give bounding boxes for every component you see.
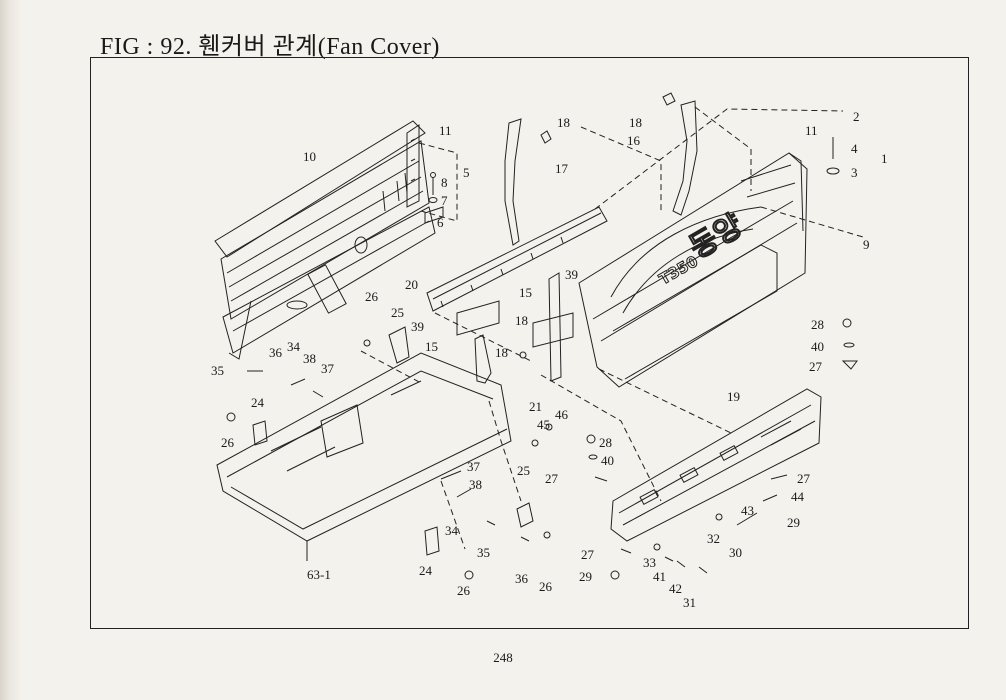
callout-46: 46 <box>555 407 569 422</box>
callout-27-low: 27 <box>581 547 595 562</box>
callout-34-upper: 34 <box>287 339 301 354</box>
callout-21: 21 <box>529 399 542 414</box>
plate-part-39-left <box>456 300 500 336</box>
clip-part-24-lower <box>424 526 440 556</box>
callout-labels: 1 2 3 4 5 6 7 8 9 10 11 11 15 15 16 17 1… <box>211 109 888 610</box>
callout-32: 32 <box>707 531 720 546</box>
seal-strip-part-17 <box>504 118 552 246</box>
exploded-parts-diagram: T350 동양 1 2 3 4 5 6 7 8 9 10 11 11 15 15… <box>211 92 888 610</box>
callout-45: 45 <box>537 417 550 432</box>
bracket-part-11-left <box>406 124 458 224</box>
callout-19: 19 <box>727 389 740 404</box>
callout-18-top: 18 <box>557 115 570 130</box>
callout-18-right: 18 <box>629 115 642 130</box>
callout-34-lower: 34 <box>445 523 459 538</box>
assembly-leader-lines <box>360 108 864 550</box>
strut-part-15-right <box>548 272 562 382</box>
fan-cover-left-part-10 <box>214 120 436 360</box>
callout-37-upper: 37 <box>321 361 335 376</box>
callout-25-lower: 25 <box>517 463 530 478</box>
callout-29-low: 29 <box>579 569 592 584</box>
figure-title: FIG : 92. 휀커버 관계(Fan Cover) <box>100 34 440 60</box>
callout-41: 41 <box>653 569 666 584</box>
callout-38-upper: 38 <box>303 351 316 366</box>
callout-15-left: 15 <box>425 339 438 354</box>
callout-28-mid: 28 <box>599 435 612 450</box>
callout-11-left: 11 <box>439 123 452 138</box>
callout-43: 43 <box>741 503 754 518</box>
callout-11-right: 11 <box>805 123 818 138</box>
brand-model-text: T350 <box>656 252 701 288</box>
callout-40-mid: 40 <box>601 453 614 468</box>
lower-panel-part-19 <box>610 388 822 542</box>
callout-36-upper: 36 <box>269 345 283 360</box>
plate-part-39-right <box>532 312 574 348</box>
strut-part-15-left <box>474 334 492 384</box>
bracket-part-25-upper <box>388 326 410 364</box>
callout-9: 9 <box>863 237 870 252</box>
callout-18-mid: 18 <box>515 313 528 328</box>
callout-3: 3 <box>851 165 858 180</box>
callout-16: 16 <box>627 133 641 148</box>
callout-63-1: 63-1 <box>307 567 331 582</box>
callout-27-far: 27 <box>797 471 811 486</box>
callout-17: 17 <box>555 161 569 176</box>
callout-6: 6 <box>437 215 444 230</box>
callout-35-left: 35 <box>211 363 224 378</box>
callout-8: 8 <box>441 175 448 190</box>
callout-38-lower: 38 <box>469 477 482 492</box>
seal-strip-part-16 <box>662 92 752 216</box>
callout-30: 30 <box>729 545 742 560</box>
callout-4: 4 <box>851 141 858 156</box>
callout-29-right: 29 <box>787 515 800 530</box>
callout-37-lower: 37 <box>467 459 481 474</box>
bracket-part-25-lower <box>516 502 534 528</box>
frame-part-63-1 <box>216 352 512 561</box>
clip-part-24-left <box>252 420 268 446</box>
callout-26-upper: 26 <box>365 289 379 304</box>
callout-26-left: 26 <box>221 435 235 450</box>
scan-edge-shadow <box>0 0 22 700</box>
page-number: 248 <box>493 650 513 665</box>
callout-39-left: 39 <box>411 319 424 334</box>
callout-36-lower: 36 <box>515 571 529 586</box>
callout-26-bottom: 26 <box>457 583 471 598</box>
diagram-frame: T350 동양 1 2 3 4 5 6 7 8 9 10 11 11 15 15… <box>90 57 969 629</box>
callout-28-right: 28 <box>811 317 824 332</box>
fan-cover-right-part-9 <box>578 152 808 388</box>
callout-7: 7 <box>441 193 448 208</box>
callout-33: 33 <box>643 555 656 570</box>
callout-27-mid: 27 <box>545 471 559 486</box>
small-hardware <box>226 137 858 580</box>
callout-35-lower: 35 <box>477 545 490 560</box>
callout-25-upper: 25 <box>391 305 404 320</box>
callout-15-right: 15 <box>519 285 532 300</box>
callout-44: 44 <box>791 489 805 504</box>
callout-31: 31 <box>683 595 696 610</box>
callout-39-right: 39 <box>565 267 578 282</box>
callout-40-right: 40 <box>811 339 824 354</box>
shroud-upper-strip <box>426 206 608 312</box>
callout-1: 1 <box>881 151 888 166</box>
callout-27-right: 27 <box>809 359 823 374</box>
callout-10: 10 <box>303 149 316 164</box>
callout-5: 5 <box>463 165 470 180</box>
callout-24-left: 24 <box>251 395 265 410</box>
callout-26-right: 26 <box>539 579 553 594</box>
callout-18-low: 18 <box>495 345 508 360</box>
callout-24-lower: 24 <box>419 563 433 578</box>
callout-2: 2 <box>853 109 860 124</box>
callout-42: 42 <box>669 581 682 596</box>
callout-20: 20 <box>405 277 418 292</box>
